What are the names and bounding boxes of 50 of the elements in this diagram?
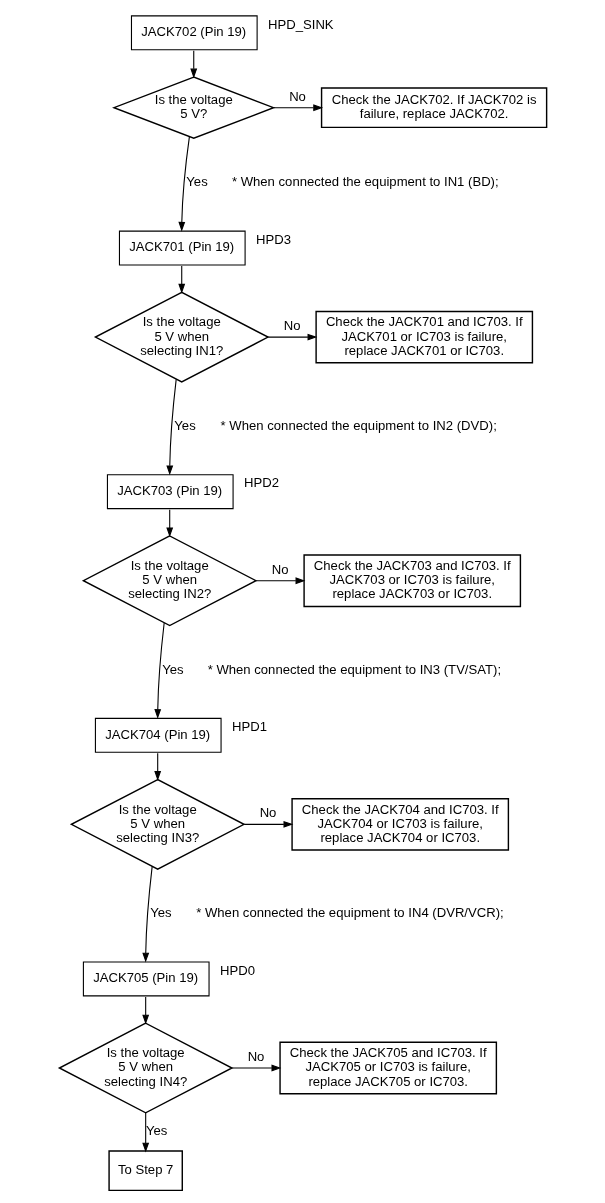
node-box: To Step 7 [107, 1150, 183, 1192]
edge-label: Yes [145, 1123, 167, 1139]
arrow [255, 577, 305, 585]
node-diamond: Is the voltage 5 V when selecting IN2? [81, 535, 258, 627]
arrow [231, 1064, 281, 1072]
edge-label: Yes [173, 418, 196, 434]
arrow [141, 996, 149, 1025]
arrow [165, 509, 173, 538]
node-box: JACK705 (Pin 19) [82, 961, 210, 997]
edge-label: No [259, 805, 276, 821]
node-box: JACK704 (Pin 19) [94, 717, 222, 753]
label: * When connected the equipment to IN4 (DVR/VCR); [195, 905, 504, 921]
arrow [243, 820, 293, 828]
arrow [177, 265, 185, 294]
arrow [189, 50, 197, 79]
arrow [267, 333, 317, 341]
node-box: JACK701 (Pin 19) [118, 230, 246, 266]
node-box: Check the JACK702. If JACK702 is failure, replace JACK702. [320, 87, 547, 129]
node-label: HPD3 [255, 231, 291, 247]
label: * When connected the equipment to IN3 (TV/SAT); [207, 661, 501, 677]
node-label: HPD_SINK [267, 16, 334, 32]
node-diamond: Is the voltage 5 V? [111, 76, 275, 140]
arrow [141, 866, 153, 963]
edge-label: No [283, 318, 300, 334]
arrow [165, 378, 177, 476]
node-label: HPD0 [219, 962, 255, 978]
node-box: Check the JACK705 and IC703. If JACK705 or IC703 is failure, replace JACK705 or IC703. [278, 1041, 497, 1095]
node-box: Check the JACK704 and IC703. If JACK704 or IC703 is failure, replace JACK704 or IC703. [290, 798, 509, 851]
node-diamond: Is the voltage 5 V when selecting IN4? [57, 1022, 234, 1114]
node-label: HPD2 [243, 475, 279, 491]
edge-label: No [288, 88, 306, 104]
edge-label: Yes [161, 661, 184, 677]
node-diamond: Is the voltage 5 V when selecting IN3? [69, 778, 246, 870]
label: * When connected the equipment to IN1 (BD); [231, 174, 499, 190]
edge-label: Yes [149, 905, 172, 921]
edge-label: No [247, 1049, 264, 1065]
arrow [153, 622, 165, 719]
node-label: HPD1 [231, 719, 267, 735]
arrow [272, 104, 323, 112]
arrow [141, 1112, 149, 1153]
node-diamond: Is the voltage 5 V when selecting IN1? [93, 291, 270, 383]
node-box: Check the JACK701 and IC703. If JACK701 or IC703 is failure, replace JACK701 or IC703. [314, 310, 533, 364]
node-box: Check the JACK703 and IC703. If JACK703 or IC703 is failure, replace JACK703 or IC703. [302, 554, 521, 608]
edge-label: Yes [185, 174, 208, 190]
label: * When connected the equipment to IN2 (DVD); [220, 418, 497, 434]
arrow [177, 136, 190, 232]
node-box: JACK702 (Pin 19) [130, 15, 258, 51]
edge-label: No [271, 561, 288, 577]
arrow [153, 752, 161, 781]
node-box: JACK703 (Pin 19) [106, 474, 234, 510]
